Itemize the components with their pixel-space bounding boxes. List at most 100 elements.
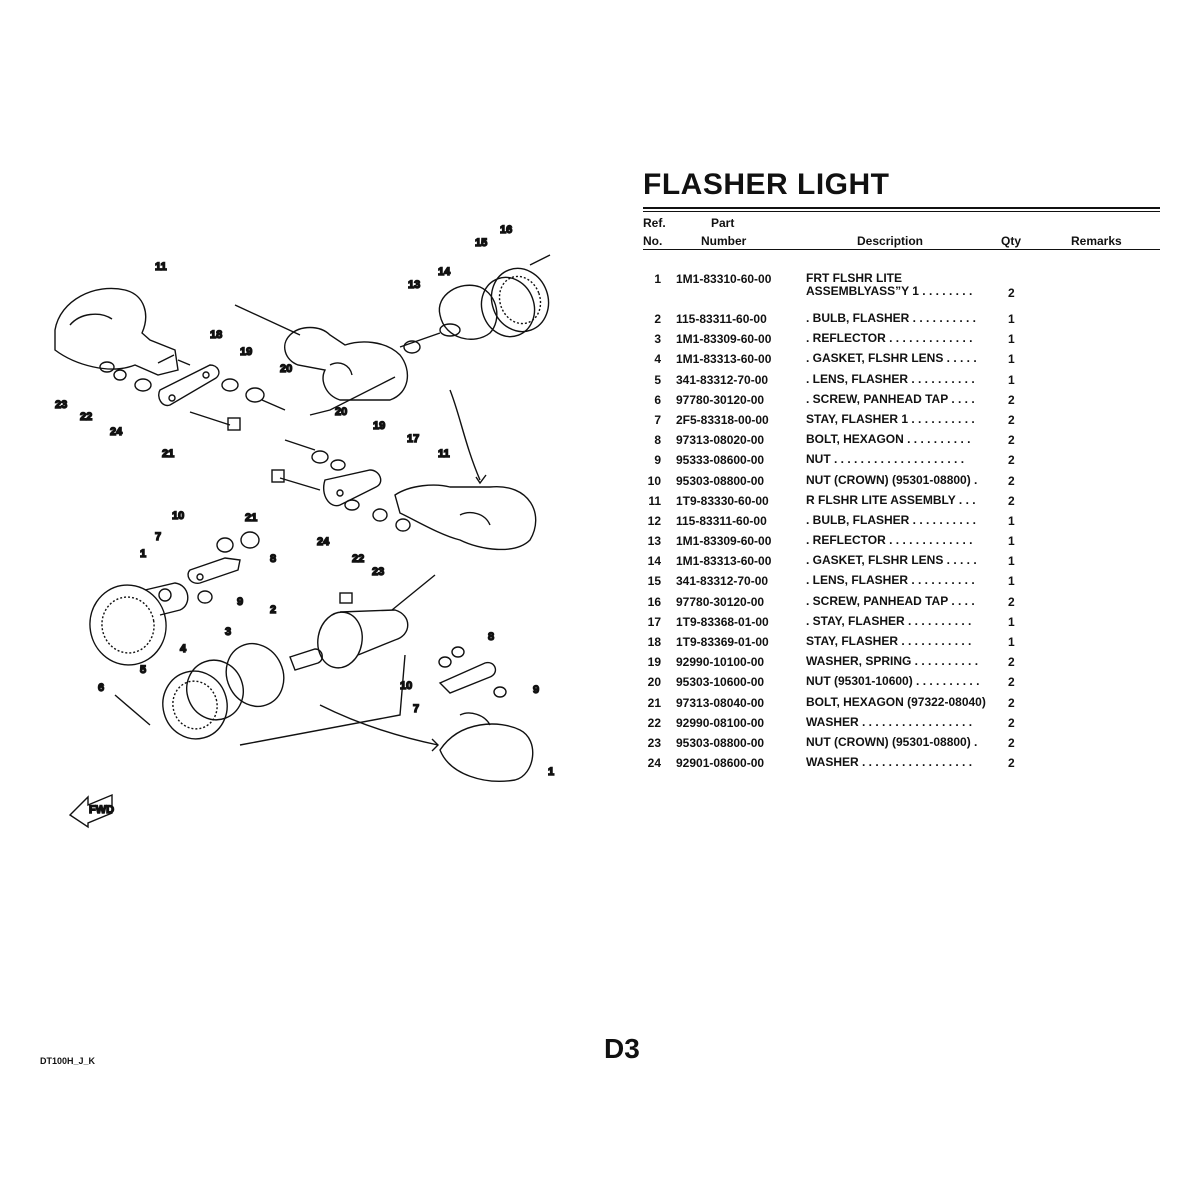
callout: 22 xyxy=(80,411,92,423)
part-description: . GASKET, FLSHR LENS . . . . . xyxy=(806,351,977,366)
callout: 7 xyxy=(413,703,419,715)
part-qty: 2 xyxy=(1008,594,1015,609)
callout: 1 xyxy=(140,548,146,560)
part-number: 97780-30120-00 xyxy=(676,392,765,407)
stay-flasher-18 xyxy=(158,364,220,407)
header-part-line1: Part xyxy=(711,216,735,230)
part-ref: 19 xyxy=(647,655,661,670)
callout-labels: 11 16 15 14 13 18 19 20 23 22 24 21 20 1… xyxy=(54,223,555,778)
part-ref: 13 xyxy=(647,534,661,549)
pointer-arrow-upper xyxy=(475,474,487,485)
part-qty: 2 xyxy=(1008,433,1015,448)
callout: 23 xyxy=(55,399,67,411)
header-remarks: Remarks xyxy=(1071,234,1122,248)
part-number: 92990-08100-00 xyxy=(676,715,765,730)
part-description: BOLT, HEXAGON . . . . . . . . . . xyxy=(806,432,971,447)
part-ref: 24 xyxy=(647,756,661,771)
part-description: . BULB, FLASHER . . . . . . . . . . xyxy=(806,512,977,527)
callout: 3 xyxy=(225,626,231,638)
flasher-housing-lower-right xyxy=(317,592,409,669)
callout: 23 xyxy=(372,566,384,578)
header-part-line2: Number xyxy=(701,234,747,248)
part-ref: 22 xyxy=(647,715,661,730)
callout: 11 xyxy=(438,448,450,460)
part-description: . LENS, FLASHER . . . . . . . . . . xyxy=(806,573,975,588)
part-ref: 21 xyxy=(647,695,661,710)
part-qty: 2 xyxy=(1008,715,1015,730)
stay-lower-right xyxy=(438,646,507,698)
screw-upper xyxy=(529,254,551,266)
part-description: WASHER, SPRING . . . . . . . . . . xyxy=(806,654,979,669)
exploded-parts-diagram: FWD 11 16 15 14 13 18 19 20 23 22 24 21 … xyxy=(54,223,555,829)
callout: 20 xyxy=(280,363,292,375)
part-number: 92990-10100-00 xyxy=(676,655,765,670)
callout: 9 xyxy=(533,684,539,696)
part-ref: 11 xyxy=(648,493,661,508)
part-description: . SCREW, PANHEAD TAP . . . . xyxy=(806,593,975,608)
part-number: 95303-08800-00 xyxy=(676,735,765,750)
part-description: NUT . . . . . . . . . . . . . . . . . . … xyxy=(806,452,965,467)
part-ref: 23 xyxy=(647,735,661,750)
part-description: WASHER . . . . . . . . . . . . . . . . . xyxy=(806,755,973,770)
part-number: 97313-08020-00 xyxy=(676,433,765,448)
part-description: . LENS, FLASHER . . . . . . . . . . xyxy=(806,371,975,386)
callout: 18 xyxy=(210,329,222,341)
part-ref: 7 xyxy=(654,412,661,427)
part-description: . REFLECTOR . . . . . . . . . . . . . xyxy=(806,331,973,346)
part-qty: 1 xyxy=(1008,513,1015,528)
screw-lower-6 xyxy=(114,694,151,726)
callout: 19 xyxy=(240,346,252,358)
part-qty: 1 xyxy=(1008,352,1015,367)
title-rule xyxy=(643,207,1160,209)
callout: 7 xyxy=(155,531,161,543)
part-qty: 2 xyxy=(1008,735,1015,750)
part-number: 1M1-83310-60-00 xyxy=(676,272,772,286)
part-ref: 3 xyxy=(654,332,661,347)
flasher-housing-lower-left xyxy=(89,582,189,666)
part-ref: 10 xyxy=(647,473,661,488)
callout: 11 xyxy=(155,261,167,273)
callout: 21 xyxy=(245,512,257,524)
part-description: WASHER . . . . . . . . . . . . . . . . . xyxy=(806,714,973,729)
part-qty: 2 xyxy=(1008,493,1015,508)
lens-upper xyxy=(490,267,550,333)
part-description: FRT FLSHR LITE ASSEMBLYASS”Y 1 . . . . .… xyxy=(806,271,973,298)
part-qty: 2 xyxy=(1008,655,1015,670)
part-ref: 16 xyxy=(647,594,661,609)
parts-row: 19 92990-10100-00 WASHER, SPRING . . . . .… xyxy=(643,655,1160,675)
callout: 9 xyxy=(237,596,243,608)
parts-row: 11 1T9-83330-60-00 R FLSHR LITE ASSEMBLY .… xyxy=(643,494,1160,514)
part-description: R FLSHR LITE ASSEMBLY . . . xyxy=(806,492,976,507)
part-ref: 1 xyxy=(654,272,661,286)
reflector-lower xyxy=(225,642,285,708)
pointer-line-upper xyxy=(449,389,481,481)
page-title: FLASHER LIGHT xyxy=(643,168,890,201)
part-number: 1T9-83369-01-00 xyxy=(676,635,769,649)
part-qty: 1 xyxy=(1008,614,1015,629)
fwd-label: FWD xyxy=(89,804,114,816)
callout: 19 xyxy=(373,420,385,432)
part-description: . REFLECTOR . . . . . . . . . . . . . xyxy=(806,533,973,548)
part-number: 95303-08800-00 xyxy=(676,473,765,488)
header-rule xyxy=(643,249,1160,250)
part-description: . STAY, FLASHER . . . . . . . . . . xyxy=(806,613,972,628)
part-description: . BULB, FLASHER . . . . . . . . . . xyxy=(806,311,977,325)
part-ref: 14 xyxy=(647,554,661,569)
callout: 10 xyxy=(400,680,412,692)
callout: 24 xyxy=(317,536,330,548)
part-number: 1T9-83330-60-00 xyxy=(676,493,769,508)
part-description: . GASKET, FLSHR LENS . . . . . xyxy=(806,553,977,568)
callout: 5 xyxy=(140,664,146,676)
part-number: 115-83311-60-00 xyxy=(676,513,767,528)
callout: 6 xyxy=(98,682,104,694)
part-description: BOLT, HEXAGON (97322-08040) xyxy=(806,694,986,709)
